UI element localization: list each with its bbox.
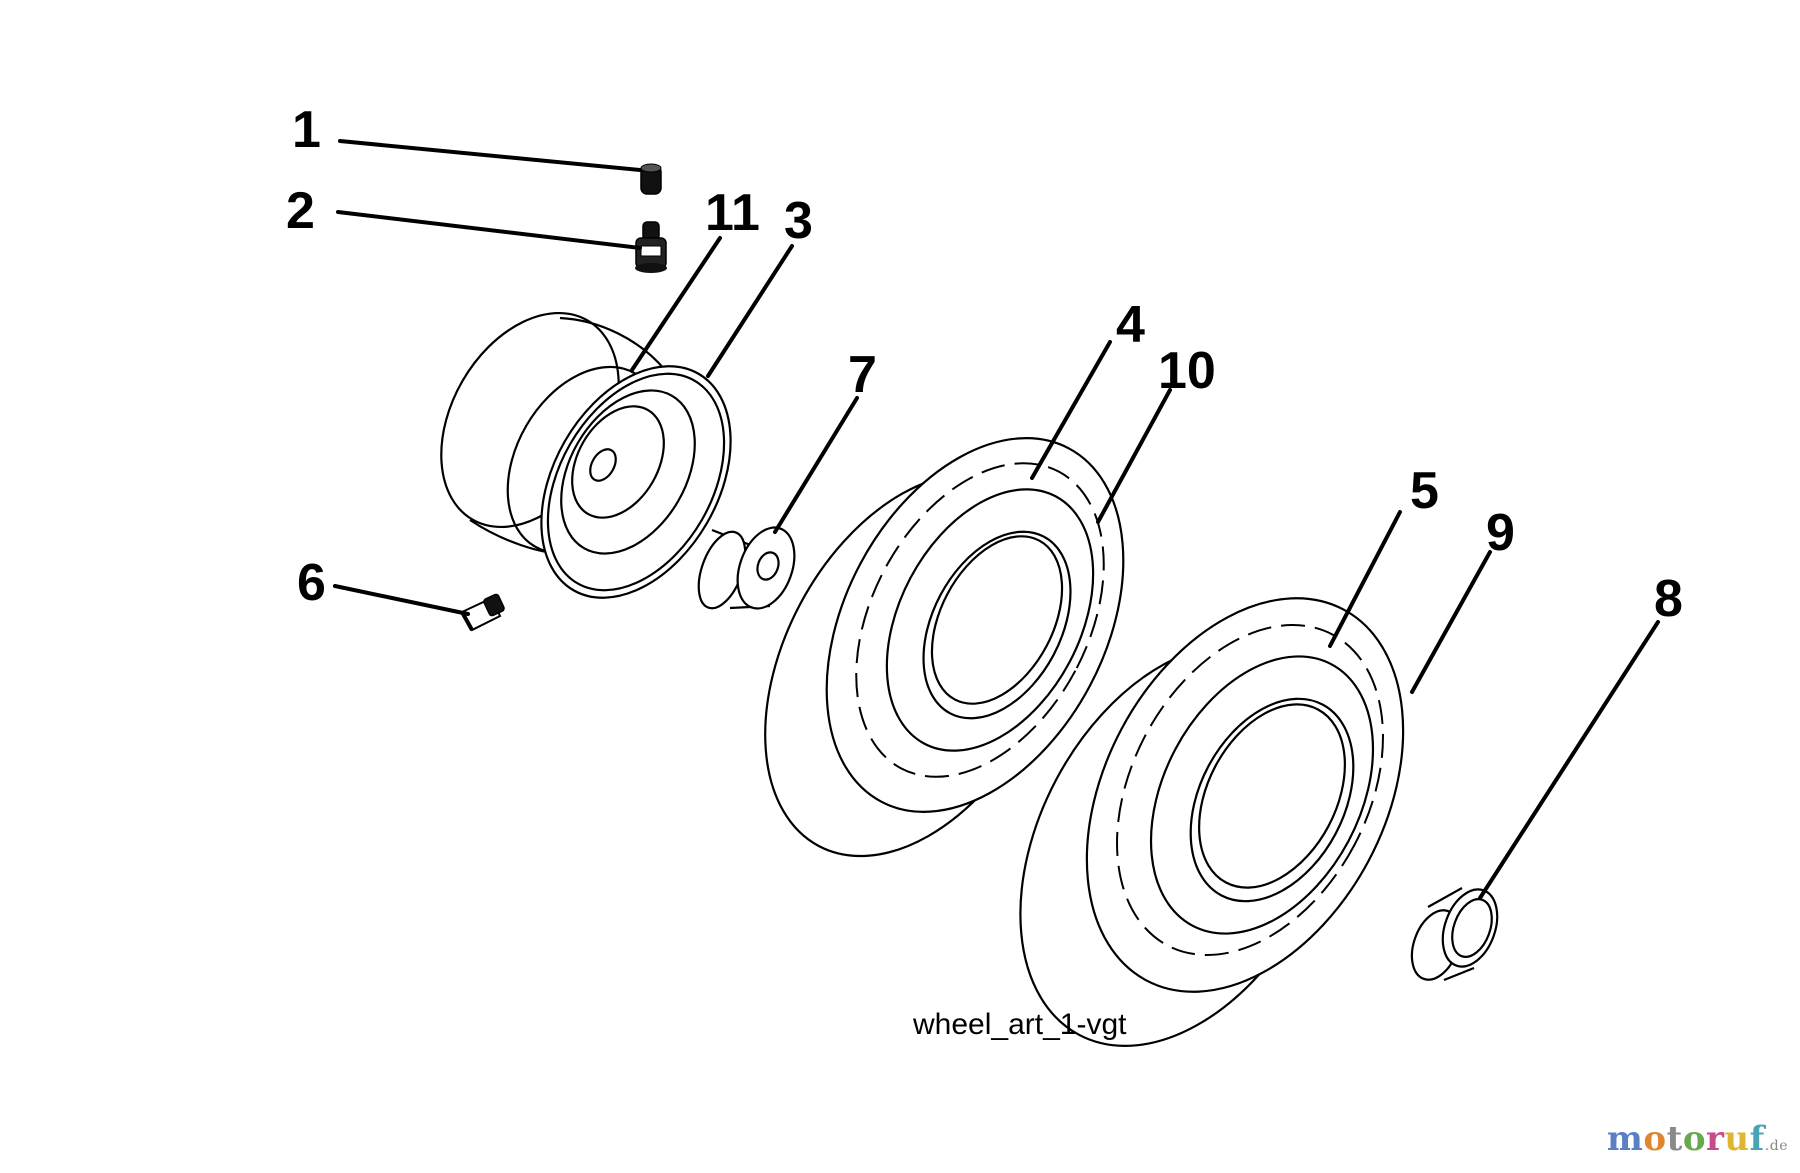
callout-6: 6 — [297, 554, 326, 612]
leader-3 — [706, 244, 794, 378]
leader-1 — [338, 139, 642, 172]
callout-labels: 1 2 11 3 7 6 4 10 5 9 8 — [286, 101, 1683, 628]
callout-11: 11 — [705, 184, 760, 242]
leader-5 — [1328, 510, 1402, 648]
part-6-grease-fitting — [460, 593, 505, 632]
part-7-bushing — [697, 526, 796, 610]
part-1-cap — [640, 163, 662, 195]
leader-lines — [333, 139, 1660, 900]
watermark-suffix: .de — [1764, 1138, 1788, 1154]
part-5-tire-rear — [1019, 597, 1405, 1047]
leader-6 — [333, 584, 470, 616]
callout-10: 10 — [1158, 342, 1216, 400]
diagram-caption: wheel_art_1-vgt — [912, 1008, 1127, 1041]
callout-1: 1 — [292, 101, 321, 159]
callout-2: 2 — [286, 182, 315, 240]
leader-4 — [1030, 340, 1112, 480]
part-2-valve-stem — [635, 221, 667, 273]
leader-10 — [1096, 388, 1172, 524]
leader-8 — [1478, 620, 1660, 900]
callout-8: 8 — [1654, 570, 1683, 628]
watermark-text: motoruf — [1606, 1119, 1765, 1159]
callout-3: 3 — [784, 192, 813, 250]
rim-assembly — [440, 311, 732, 599]
leader-9 — [1410, 550, 1492, 694]
callout-5: 5 — [1410, 462, 1439, 520]
callout-9: 9 — [1486, 504, 1515, 562]
leader-2 — [336, 210, 642, 250]
leader-7 — [773, 396, 859, 534]
watermark-logo: motoruf.de — [1607, 1119, 1788, 1159]
part-4-tire-front — [764, 437, 1125, 858]
callout-7: 7 — [848, 346, 877, 404]
leader-11 — [630, 236, 722, 372]
callout-4: 4 — [1116, 296, 1145, 354]
part-8-hub-cap — [1410, 887, 1499, 982]
